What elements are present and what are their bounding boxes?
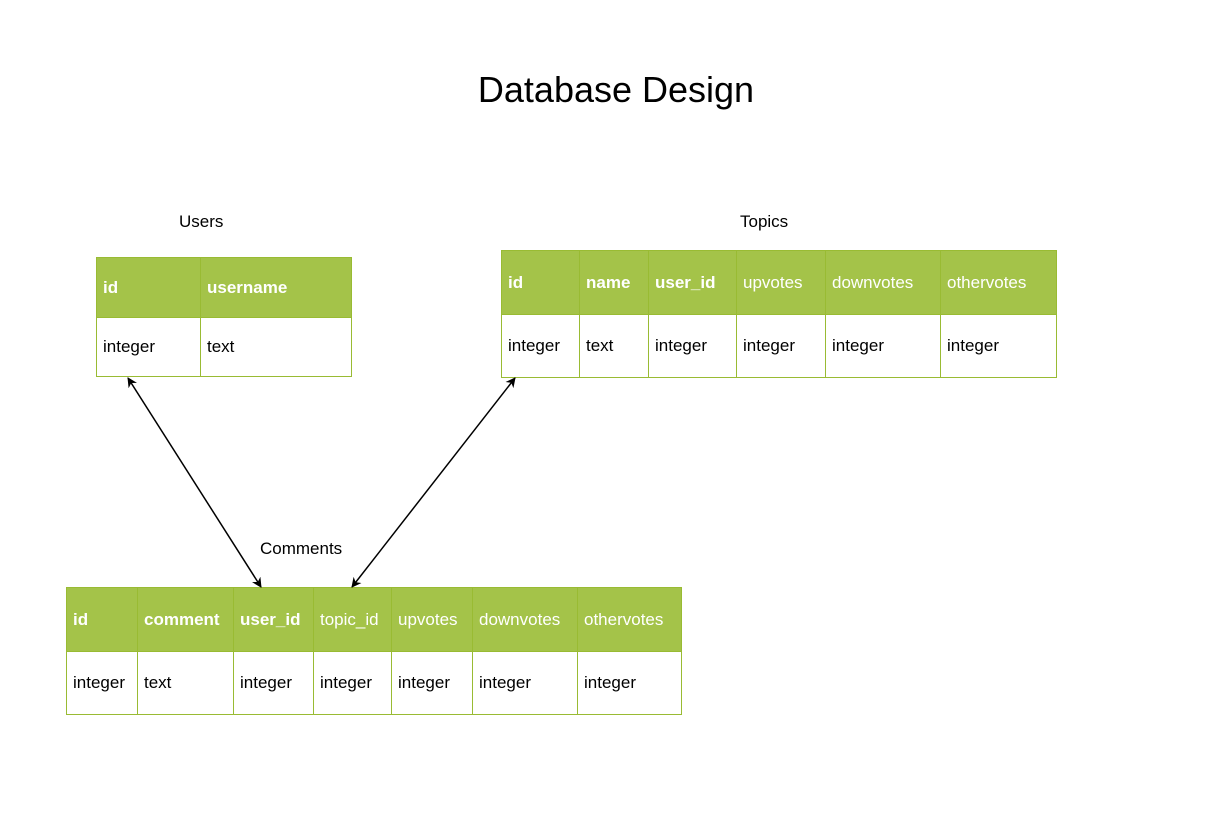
comments-table: id comment user_id topic_id upvotes down…: [66, 587, 682, 715]
topics-table-label: Topics: [740, 212, 789, 231]
comments-type-downvotes: integer: [472, 651, 578, 715]
topics-type-upvotes: integer: [736, 314, 826, 378]
topics-header-id: id: [501, 250, 580, 315]
comments-header-comment: comment: [137, 587, 234, 652]
users-comments-arrow: [127, 377, 262, 588]
comments-table-label: Comments: [260, 539, 343, 558]
users-type-username: text: [200, 317, 352, 377]
users-type-id: integer: [96, 317, 201, 377]
comments-header-topic-id: topic_id: [313, 587, 392, 652]
comments-header-downvotes: downvotes: [472, 587, 578, 652]
users-header-id: id: [96, 257, 201, 318]
comments-header-id: id: [66, 587, 138, 652]
comments-type-upvotes: integer: [391, 651, 473, 715]
topics-header-downvotes: downvotes: [825, 250, 941, 315]
topics-header-user-id: user_id: [648, 250, 737, 315]
page-title: Database Design: [477, 69, 755, 110]
users-table: id username integer text: [96, 257, 352, 377]
comments-type-othervotes: integer: [577, 651, 682, 715]
comments-type-topic-id: integer: [313, 651, 392, 715]
comments-type-comment: text: [137, 651, 234, 715]
topics-table: id name user_id upvotes downvotes otherv…: [501, 250, 1057, 378]
comments-header-upvotes: upvotes: [391, 587, 473, 652]
topics-type-name: text: [579, 314, 649, 378]
topics-type-user-id: integer: [648, 314, 737, 378]
comments-type-id: integer: [66, 651, 138, 715]
comments-header-othervotes: othervotes: [577, 587, 682, 652]
comments-type-user-id: integer: [233, 651, 314, 715]
topics-header-othervotes: othervotes: [940, 250, 1057, 315]
topics-comments-arrow: [351, 377, 516, 588]
topics-type-othervotes: integer: [940, 314, 1057, 378]
topics-type-downvotes: integer: [825, 314, 941, 378]
topics-type-id: integer: [501, 314, 580, 378]
topics-header-upvotes: upvotes: [736, 250, 826, 315]
users-table-label: Users: [179, 212, 224, 231]
comments-header-user-id: user_id: [233, 587, 314, 652]
topics-header-name: name: [579, 250, 649, 315]
